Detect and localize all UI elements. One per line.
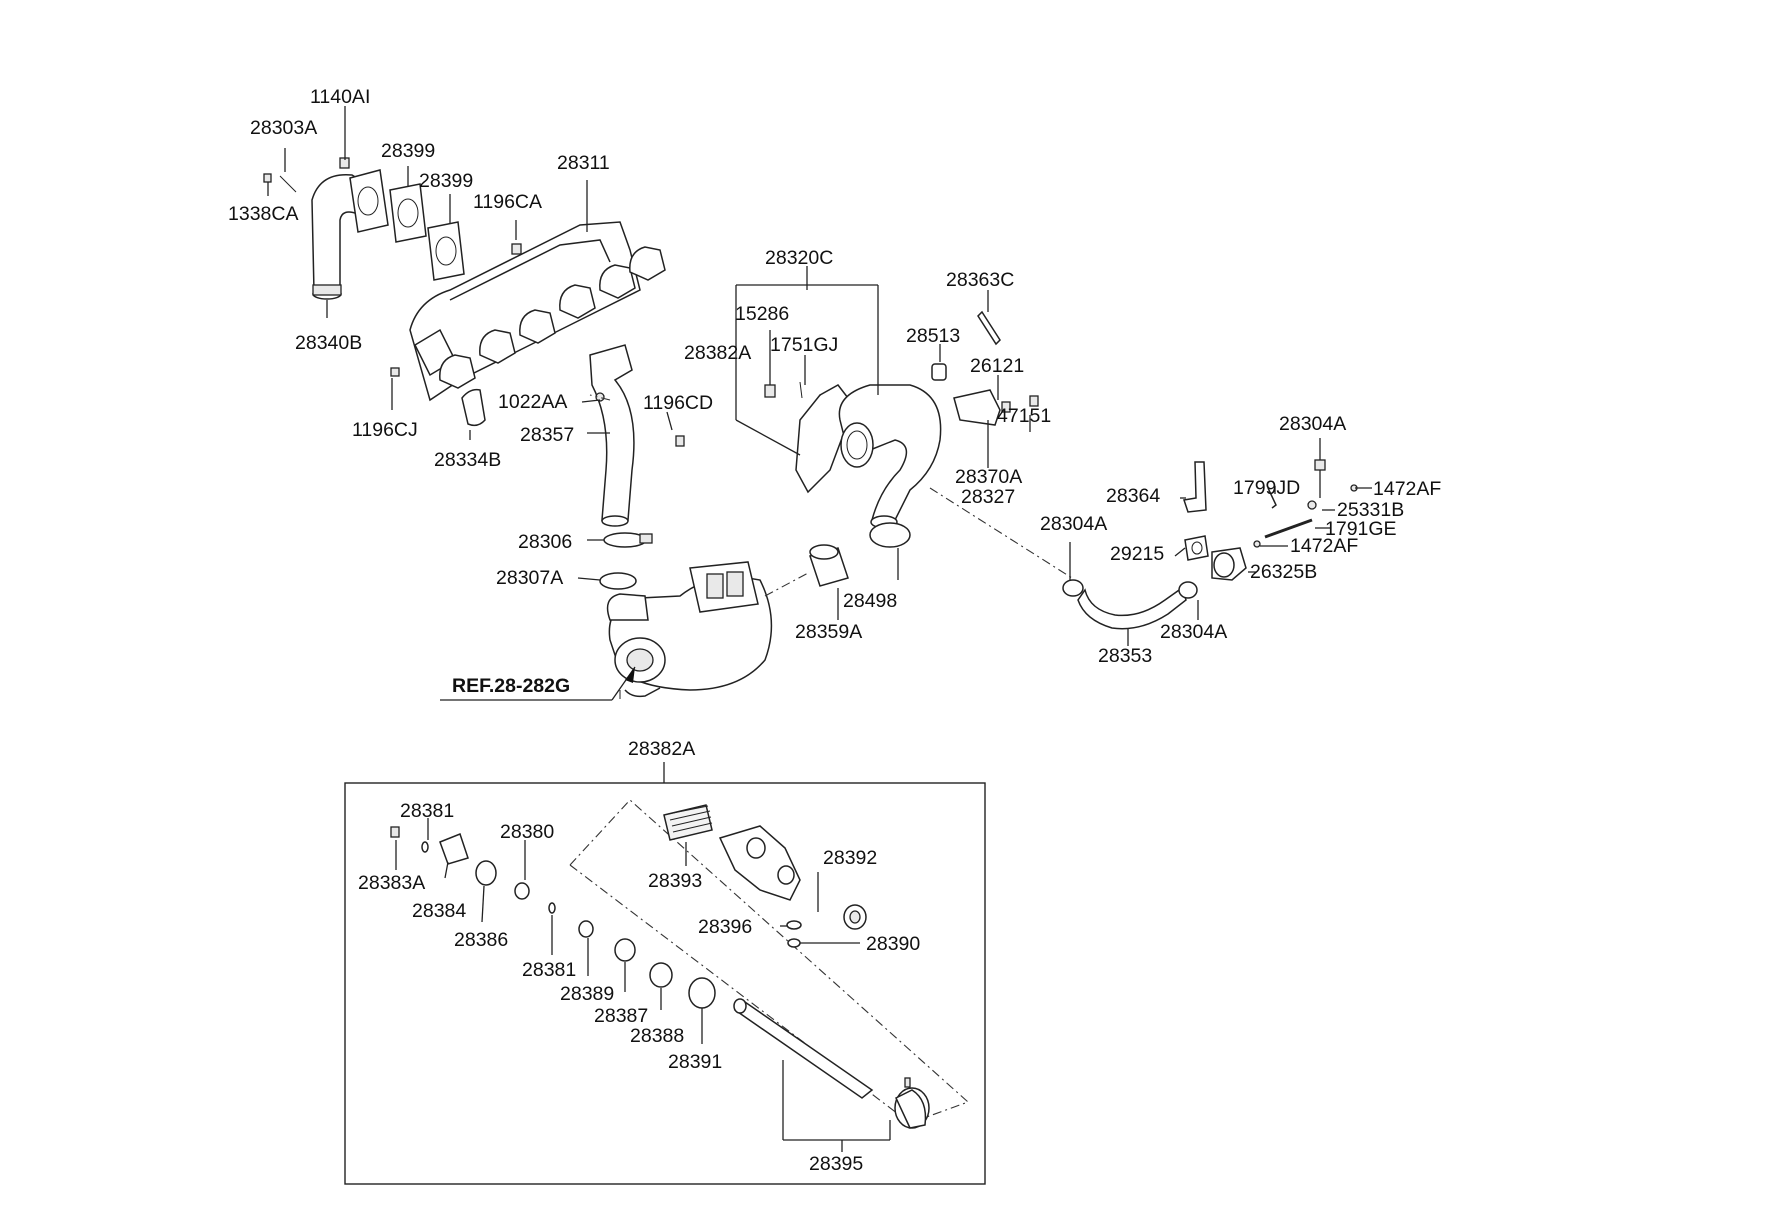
- detail-box-28382A: [344, 762, 986, 1185]
- part-labels: 1140AI 28303A 1338CA 28399 28399 28311 1…: [228, 86, 1441, 1175]
- label-28395[interactable]: 28395: [809, 1153, 863, 1175]
- label-28390[interactable]: 28390: [866, 933, 920, 955]
- label-ref-28-282G[interactable]: REF.28-282G: [452, 675, 570, 697]
- label-25331B[interactable]: 25331B: [1337, 499, 1404, 521]
- label-1791GE[interactable]: 1791GE: [1325, 518, 1397, 540]
- exhaust-manifold-group: [263, 157, 666, 427]
- label-47151[interactable]: 47151: [997, 405, 1051, 427]
- label-28303A[interactable]: 28303A: [250, 117, 317, 139]
- label-28396[interactable]: 28396: [698, 916, 752, 938]
- label-28389[interactable]: 28389: [560, 983, 614, 1005]
- label-1140AI[interactable]: 1140AI: [310, 86, 370, 108]
- label-1196CD[interactable]: 1196CD: [643, 392, 713, 414]
- label-28387[interactable]: 28387: [594, 1005, 648, 1027]
- label-28392[interactable]: 28392: [823, 847, 877, 869]
- label-1022AA[interactable]: 1022AA: [498, 391, 567, 413]
- label-28498[interactable]: 28498: [843, 590, 897, 612]
- label-28307A[interactable]: 28307A: [496, 567, 563, 589]
- label-28353[interactable]: 28353: [1098, 645, 1152, 667]
- label-28386[interactable]: 28386: [454, 929, 508, 951]
- label-28513[interactable]: 28513: [906, 325, 960, 347]
- label-28370A[interactable]: 28370A: [955, 466, 1022, 488]
- label-1799JD[interactable]: 1799JD: [1233, 477, 1300, 499]
- label-26121[interactable]: 26121: [970, 355, 1024, 377]
- label-1196CJ[interactable]: 1196CJ: [352, 419, 418, 441]
- label-28381-b[interactable]: 28381: [522, 959, 576, 981]
- label-28384[interactable]: 28384: [412, 900, 466, 922]
- label-28320C[interactable]: 28320C: [765, 247, 833, 269]
- label-28327[interactable]: 28327: [961, 486, 1015, 508]
- turbo-inlet-pipe-group: [589, 344, 773, 698]
- label-1472AF-a[interactable]: 1472AF: [1373, 478, 1441, 500]
- label-28340B[interactable]: 28340B: [295, 332, 362, 354]
- label-28306[interactable]: 28306: [518, 531, 572, 553]
- label-28380[interactable]: 28380: [500, 821, 554, 843]
- label-28399-b[interactable]: 28399: [419, 170, 473, 192]
- label-29215[interactable]: 29215: [1110, 543, 1164, 565]
- label-28393[interactable]: 28393: [648, 870, 702, 892]
- label-28363C[interactable]: 28363C: [946, 269, 1014, 291]
- label-15286[interactable]: 15286: [735, 303, 789, 325]
- label-26325B[interactable]: 26325B: [1250, 561, 1317, 583]
- label-28364[interactable]: 28364: [1106, 485, 1160, 507]
- label-28382A-top[interactable]: 28382A: [684, 342, 751, 364]
- label-28399-a[interactable]: 28399: [381, 140, 435, 162]
- label-1338CA[interactable]: 1338CA: [228, 203, 298, 225]
- label-28311[interactable]: 28311: [557, 152, 610, 174]
- right-parts-group: [1062, 459, 1358, 630]
- label-28304A-mid[interactable]: 28304A: [1040, 513, 1107, 535]
- egr-valve-group: [764, 310, 1039, 587]
- leader-lines: [267, 106, 1372, 701]
- label-28357[interactable]: 28357: [520, 424, 574, 446]
- label-28382A-box[interactable]: 28382A: [628, 738, 695, 760]
- label-28381-a[interactable]: 28381: [400, 800, 454, 822]
- label-28359A[interactable]: 28359A: [795, 621, 862, 643]
- label-1196CA[interactable]: 1196CA: [473, 191, 542, 213]
- label-1472AF-b[interactable]: 1472AF: [1290, 535, 1358, 557]
- label-28304A-top[interactable]: 28304A: [1279, 413, 1346, 435]
- label-28304A-low[interactable]: 28304A: [1160, 621, 1227, 643]
- label-28391[interactable]: 28391: [668, 1051, 722, 1073]
- label-1751GJ[interactable]: 1751GJ: [770, 334, 838, 356]
- label-28334B[interactable]: 28334B: [434, 449, 501, 471]
- label-28383A[interactable]: 28383A: [358, 872, 425, 894]
- assembly-lines: [589, 394, 1073, 700]
- label-28388[interactable]: 28388: [630, 1025, 684, 1047]
